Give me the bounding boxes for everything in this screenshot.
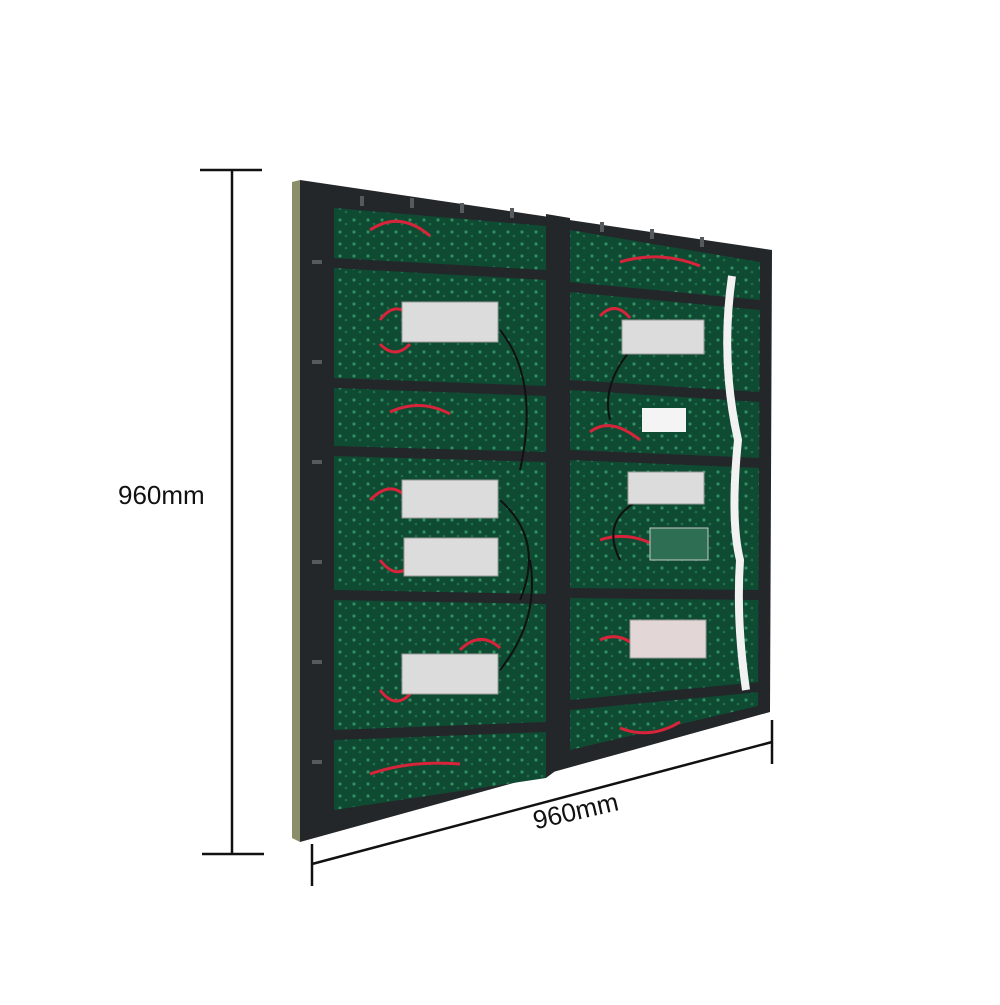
width-dimension-line — [310, 720, 774, 886]
height-dimension-line — [200, 168, 264, 856]
cabinet-edge — [292, 180, 300, 842]
white-ribbon-cable — [723, 275, 750, 691]
center-beam — [546, 214, 570, 778]
power-supplies-left — [401, 301, 499, 695]
receiving-card — [649, 527, 709, 561]
left-rails — [334, 258, 546, 740]
frame-notches — [312, 196, 704, 764]
power-supplies-right — [621, 319, 707, 659]
label-sticker — [642, 408, 686, 432]
right-rails — [570, 282, 760, 710]
height-dimension-label: 960mm — [118, 480, 205, 510]
